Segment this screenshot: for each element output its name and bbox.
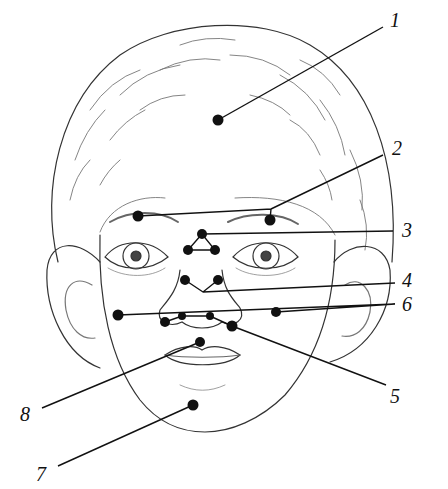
hair-strokes (70, 38, 367, 250)
callout-number: 7 (36, 464, 46, 484)
callout-number: 3 (402, 220, 412, 240)
acupressure-points (113, 115, 282, 411)
leader-lines (42, 27, 395, 466)
callout-number: 8 (20, 404, 30, 424)
callout-number: 1 (390, 10, 400, 30)
callout-number: 5 (390, 386, 400, 406)
callout-number: 2 (392, 138, 402, 158)
face-outline (100, 235, 335, 432)
left-eye (105, 243, 168, 269)
mouth (165, 347, 240, 365)
hair-outline (52, 25, 394, 262)
callout-number: 4 (402, 270, 412, 290)
left-ear (47, 246, 100, 368)
callout-number: 6 (402, 294, 412, 314)
right-eye (233, 243, 298, 269)
